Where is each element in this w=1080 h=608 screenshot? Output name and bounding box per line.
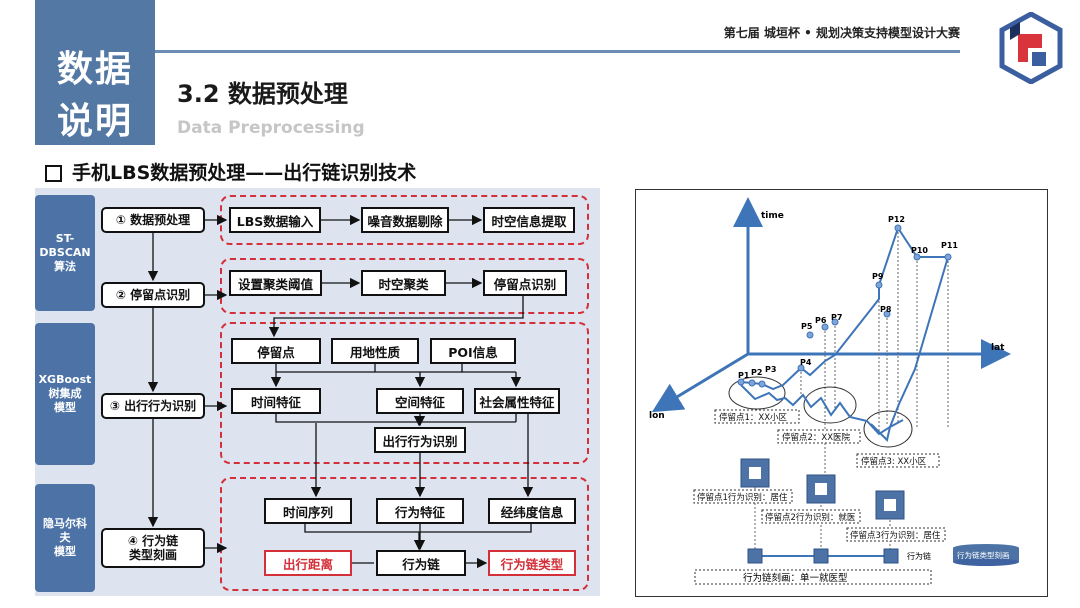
chain-label: 行为链 (907, 551, 931, 561)
page-title: 3.2 数据预处理 (177, 80, 348, 108)
axis-lat-label: lat (991, 343, 1005, 353)
section-tab-line-1: 数据 (56, 49, 133, 90)
behavior-label-2: 停留点2行为识别：就医 (765, 512, 856, 523)
stage-box-4 (220, 477, 589, 591)
point-label-p12: P12 (888, 215, 905, 224)
stage-box-2 (220, 258, 589, 314)
node-land-use: 用地性质 (331, 338, 419, 364)
point-label-p8: P8 (880, 305, 892, 314)
point-label-p11: P11 (941, 241, 958, 250)
point-label-p2: P2 (751, 368, 762, 377)
node-behavior-detect: 出行行为识别 (374, 427, 466, 453)
bullet-square-icon (45, 165, 62, 182)
stage-box-3 (220, 322, 589, 464)
node-chain: 行为链 (376, 550, 466, 576)
node-behavior-feature: 行为特征 (376, 498, 464, 524)
axis-lon-label: lon (649, 411, 665, 421)
point-label-p6: P6 (815, 316, 827, 325)
node-poi: POI信息 (430, 338, 516, 364)
node-stay-detect: 停留点识别 (483, 270, 567, 296)
page-subtitle: Data Preprocessing (177, 118, 365, 138)
node-st-cluster: 时空聚类 (361, 270, 446, 296)
stay-label-1: 停留点1：XX小区 (719, 412, 788, 423)
point-label-p7: P7 (831, 313, 842, 322)
point-label-p9: P9 (872, 272, 884, 281)
step-behavior: ③ 出行行为识别 (101, 393, 205, 419)
competition-title: 第七届 城垣杯 • 规划决策支持模型设计大赛 (723, 26, 960, 40)
section-tab: 数据 说明 (35, 0, 155, 145)
behavior-label-1: 停留点1行为识别：居住 (697, 492, 788, 503)
node-time-feature: 时间特征 (231, 388, 321, 414)
point-label-p1: P1 (738, 371, 750, 380)
point-label-p5: P5 (801, 322, 813, 331)
node-chain-type: 行为链类型 (488, 550, 576, 576)
chain-description: 行为链刻画：单一就医型 (743, 572, 848, 584)
trajectory-diagram-panel (635, 189, 1048, 597)
header-divider (155, 50, 960, 53)
stay-label-3: 停留点3: XX小区 (861, 456, 927, 467)
node-travel-distance: 出行距离 (264, 550, 352, 576)
behavior-label-3: 停留点3行为识别：居住 (850, 530, 941, 541)
step-chain-type: ④ 行为链类型刻画 (101, 528, 205, 568)
section-tab-line-2: 说明 (56, 101, 133, 142)
point-label-p10: P10 (911, 246, 928, 255)
node-set-threshold: 设置聚类阈值 (229, 270, 322, 296)
stay-label-2: 停留点2：XX医院 (782, 432, 851, 443)
node-time-series: 时间序列 (264, 498, 352, 524)
section-heading: 手机LBS数据预处理——出行链识别技术 (72, 162, 417, 184)
step-preprocess: ① 数据预处理 (101, 207, 205, 233)
node-latlon-info: 经纬度信息 (488, 498, 576, 524)
chain-type-label: 行为链类型刻画 (957, 550, 1010, 560)
trajectory-diagram: time lat lon P1 P2 P3 P4 P5 P6 P7 P8 P9 … (649, 197, 1019, 585)
node-social-feature: 社会属性特征 (474, 388, 560, 414)
node-lbs-input: LBS数据输入 (229, 207, 321, 233)
step-stay-point: ② 停留点识别 (101, 282, 205, 308)
point-label-p3: P3 (765, 365, 776, 374)
algo-box-hmm: 隐马尔科夫模型 (35, 484, 95, 592)
node-stay-point: 停留点 (231, 338, 321, 364)
node-noise-removal: 噪音数据剔除 (361, 207, 449, 233)
axis-time-label: time (761, 211, 784, 221)
competition-logo-icon (999, 12, 1063, 84)
point-label-p4: P4 (800, 358, 812, 367)
node-space-feature: 空间特征 (376, 388, 464, 414)
node-st-extract: 时空信息提取 (483, 207, 575, 233)
